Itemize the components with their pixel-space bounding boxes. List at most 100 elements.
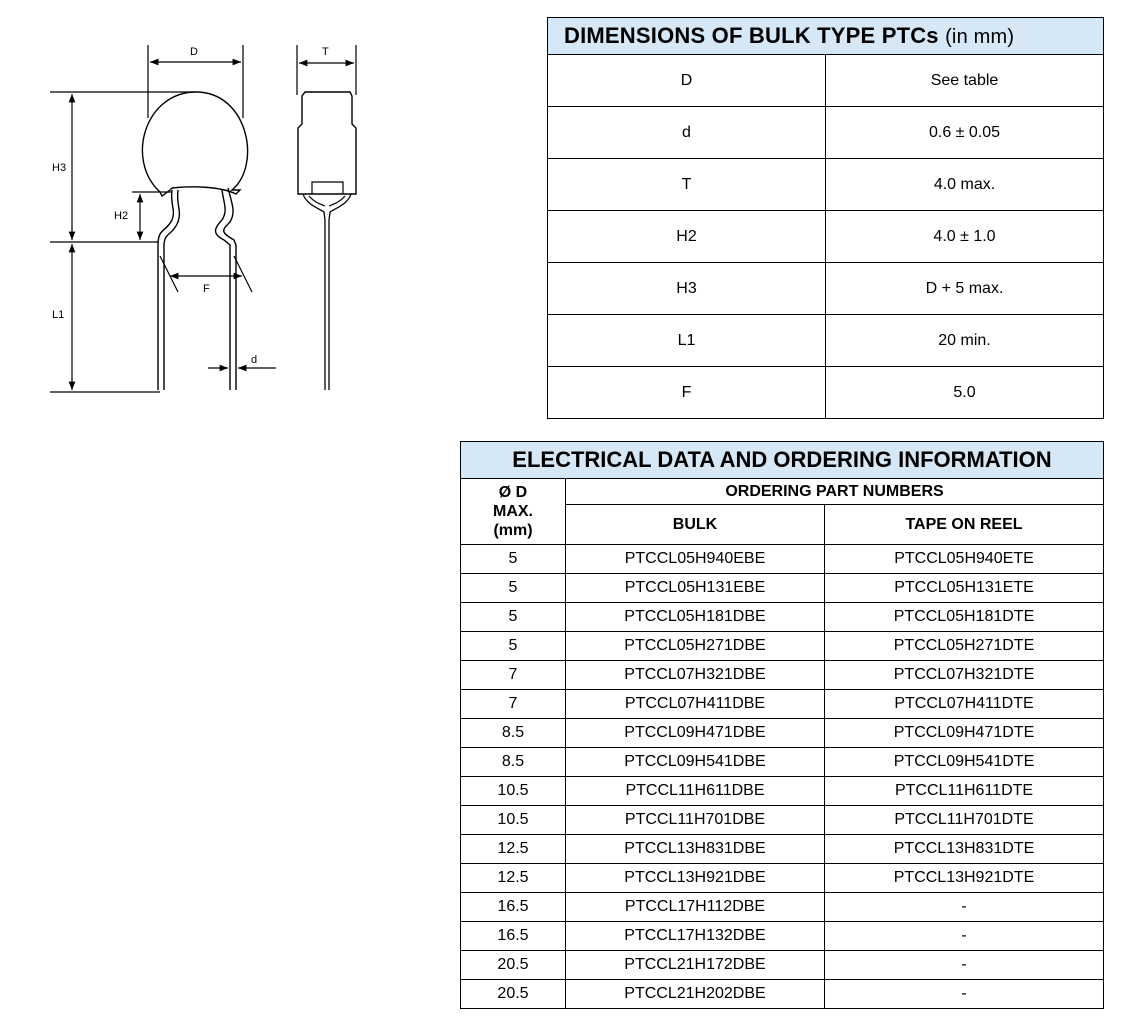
diameter-cell: 10.5 bbox=[460, 805, 566, 835]
diameter-cell: 16.5 bbox=[460, 892, 566, 922]
diameter-cell: 5 bbox=[460, 602, 566, 632]
diameter-cell: 7 bbox=[460, 660, 566, 690]
dimension-value: 4.0 max. bbox=[825, 158, 1104, 211]
tape-part-number: PTCCL11H611DTE bbox=[824, 776, 1104, 806]
label-L1: L1 bbox=[52, 309, 64, 321]
dimension-param: H3 bbox=[547, 262, 826, 315]
diameter-cell: 8.5 bbox=[460, 718, 566, 748]
bulk-part-number: PTCCL05H181DBE bbox=[565, 602, 825, 632]
tape-column-header: TAPE ON REEL bbox=[824, 504, 1104, 545]
bulk-part-number: PTCCL11H611DBE bbox=[565, 776, 825, 806]
diameter-cell: 5 bbox=[460, 631, 566, 661]
dimension-value: See table bbox=[825, 54, 1104, 107]
dimensions-title-unit: (in mm) bbox=[945, 26, 1015, 48]
diameter-cell: 8.5 bbox=[460, 747, 566, 777]
electrical-title: ELECTRICAL DATA AND ORDERING INFORMATION bbox=[460, 441, 1104, 479]
diameter-cell: 20.5 bbox=[460, 979, 566, 1009]
label-H2: H2 bbox=[114, 210, 128, 222]
diameter-header-line1: Ø D bbox=[498, 484, 528, 501]
diameter-cell: 16.5 bbox=[460, 921, 566, 951]
dimensions-title: DIMENSIONS OF BULK TYPE PTCs (in mm) bbox=[547, 17, 1104, 55]
tape-part-number: PTCCL07H411DTE bbox=[824, 689, 1104, 719]
dimension-value: 4.0 ± 1.0 bbox=[825, 210, 1104, 263]
tape-part-number: - bbox=[824, 921, 1104, 951]
bulk-part-number: PTCCL21H172DBE bbox=[565, 950, 825, 980]
tape-part-number: PTCCL05H940ETE bbox=[824, 544, 1104, 574]
dimension-param: F bbox=[547, 366, 826, 419]
tape-part-number: PTCCL05H271DTE bbox=[824, 631, 1104, 661]
dimension-value: 5.0 bbox=[825, 366, 1104, 419]
bulk-part-number: PTCCL11H701DBE bbox=[565, 805, 825, 835]
bulk-column-header: BULK bbox=[565, 504, 825, 545]
label-T: T bbox=[322, 46, 329, 58]
diameter-cell: 7 bbox=[460, 689, 566, 719]
label-F: F bbox=[203, 283, 210, 295]
dimension-value: D + 5 max. bbox=[825, 262, 1104, 315]
ordering-part-numbers-header: ORDERING PART NUMBERS bbox=[565, 478, 1104, 505]
dimension-param: H2 bbox=[547, 210, 826, 263]
tape-part-number: - bbox=[824, 892, 1104, 922]
bulk-part-number: PTCCL07H321DBE bbox=[565, 660, 825, 690]
ptc-dimension-drawing: D T H3 H2 F L1 d bbox=[50, 45, 357, 393]
diameter-cell: 10.5 bbox=[460, 776, 566, 806]
diameter-cell: 12.5 bbox=[460, 863, 566, 893]
tape-part-number: PTCCL13H921DTE bbox=[824, 863, 1104, 893]
diameter-header-line2: MAX. bbox=[493, 503, 533, 520]
label-H3: H3 bbox=[52, 162, 66, 174]
bulk-part-number: PTCCL17H132DBE bbox=[565, 921, 825, 951]
dimensions-title-bold: DIMENSIONS OF BULK TYPE PTCs bbox=[564, 23, 939, 48]
tape-part-number: PTCCL11H701DTE bbox=[824, 805, 1104, 835]
bulk-part-number: PTCCL05H940EBE bbox=[565, 544, 825, 574]
dimension-param: L1 bbox=[547, 314, 826, 367]
tape-part-number: PTCCL05H131ETE bbox=[824, 573, 1104, 603]
bulk-part-number: PTCCL05H131EBE bbox=[565, 573, 825, 603]
tape-part-number: PTCCL13H831DTE bbox=[824, 834, 1104, 864]
bulk-part-number: PTCCL05H271DBE bbox=[565, 631, 825, 661]
electrical-data-table: ELECTRICAL DATA AND ORDERING INFORMATION… bbox=[460, 441, 1104, 1009]
bulk-part-number: PTCCL13H921DBE bbox=[565, 863, 825, 893]
dimension-param: T bbox=[547, 158, 826, 211]
tape-part-number: PTCCL05H181DTE bbox=[824, 602, 1104, 632]
diameter-cell: 5 bbox=[460, 573, 566, 603]
tape-part-number: - bbox=[824, 950, 1104, 980]
tape-part-number: PTCCL09H541DTE bbox=[824, 747, 1104, 777]
bulk-part-number: PTCCL13H831DBE bbox=[565, 834, 825, 864]
diameter-cell: 5 bbox=[460, 544, 566, 574]
dimension-param: D bbox=[547, 54, 826, 107]
dimension-value: 0.6 ± 0.05 bbox=[825, 106, 1104, 159]
tape-part-number: PTCCL09H471DTE bbox=[824, 718, 1104, 748]
tape-part-number: - bbox=[824, 979, 1104, 1009]
bulk-part-number: PTCCL17H112DBE bbox=[565, 892, 825, 922]
dimension-param: d bbox=[547, 106, 826, 159]
diameter-cell: 20.5 bbox=[460, 950, 566, 980]
dimension-value: 20 min. bbox=[825, 314, 1104, 367]
diameter-header-line3: (mm) bbox=[493, 522, 533, 539]
label-D: D bbox=[190, 46, 198, 58]
